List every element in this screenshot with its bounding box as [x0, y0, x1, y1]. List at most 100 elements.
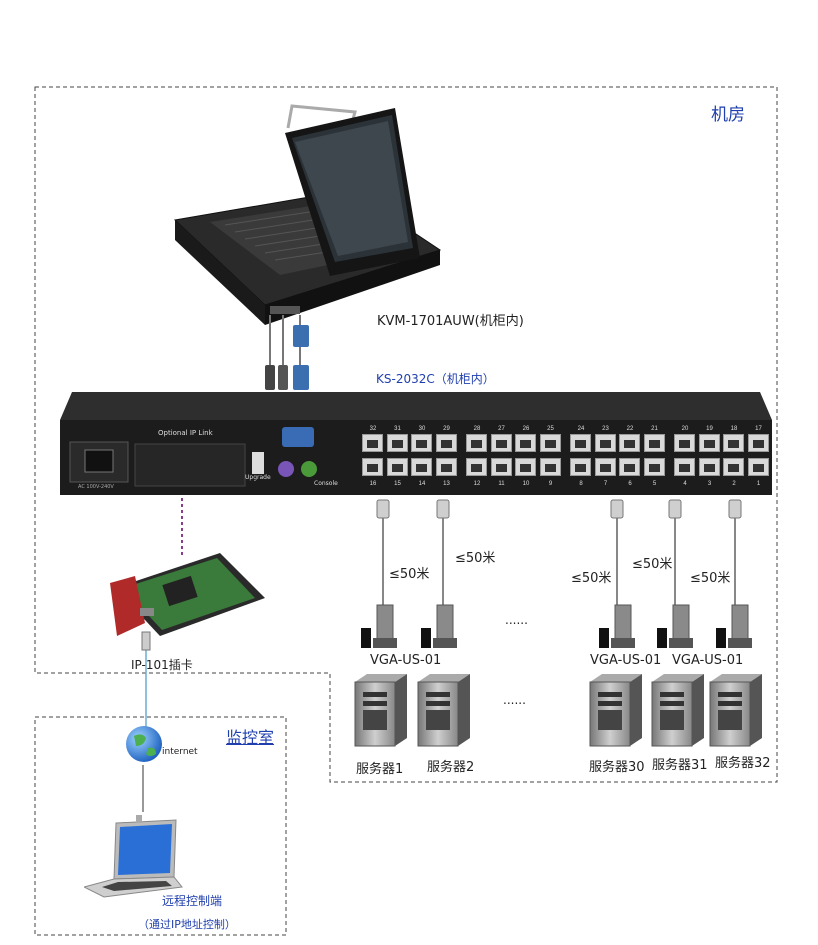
adapter-label-1: VGA-US-01 [370, 653, 442, 668]
adapter-1 [361, 604, 397, 648]
distance-label-3: ≤50米 [571, 571, 612, 586]
top-port-number: 20 [681, 426, 689, 432]
ip-card-image [110, 553, 265, 636]
distance-label-4: ≤50米 [632, 557, 673, 572]
adapter-2 [421, 604, 457, 648]
bottom-port-number: 11 [498, 481, 505, 487]
rj45-port-6 [619, 458, 640, 476]
monitor-room-border [34, 716, 287, 936]
distance-label-1: ≤50米 [389, 567, 430, 582]
lcd-console-drawer [173, 104, 442, 325]
rj45-port-11 [490, 458, 512, 476]
top-port-number: 21 [651, 426, 658, 432]
rj45-port-12 [466, 458, 487, 476]
console-port-label: Console [314, 480, 338, 487]
bottom-port-number: 12 [473, 481, 481, 487]
rj45-port-14 [411, 458, 432, 476]
power-rating-label: AC 100V-240V [78, 484, 114, 490]
bottom-port-number: 4 [683, 481, 687, 487]
bottom-port-number: 10 [522, 481, 530, 487]
server-label-1: 服务器1 [356, 762, 404, 777]
server-2 [417, 673, 471, 747]
rj45-port-7 [594, 458, 616, 476]
remote-terminal-note: （通过IP地址控制） [138, 918, 236, 931]
laptop-image [84, 815, 183, 898]
rj45-port-23 [594, 434, 616, 452]
rj45-port-10 [515, 458, 536, 476]
rj45-port-17 [747, 434, 769, 452]
monitor-room-title: 监控室 [226, 728, 275, 747]
server-cables [382, 510, 736, 605]
machine-room-border [34, 86, 778, 783]
servers [354, 673, 763, 747]
adapter-32 [716, 604, 752, 648]
top-port-number: 22 [626, 426, 634, 432]
ellipsis-servers: ...... [503, 693, 526, 707]
internet-label: internet [162, 747, 198, 757]
server-30 [589, 673, 643, 747]
server-1 [354, 673, 408, 747]
server-label-32: 服务器32 [715, 756, 771, 771]
bottom-port-number: 6 [628, 481, 632, 487]
bottom-port-number: 15 [394, 481, 401, 487]
rj45-port-30 [411, 434, 432, 452]
adapter-30 [599, 604, 635, 648]
top-port-number: 24 [577, 426, 585, 432]
rj45-port-15 [386, 458, 408, 476]
top-port-number: 17 [755, 426, 762, 432]
server-label-30: 服务器30 [589, 760, 645, 775]
rj45-port-26 [515, 434, 536, 452]
top-port-number: 27 [498, 426, 505, 432]
top-port-number: 30 [418, 426, 426, 432]
adapter-31 [657, 604, 693, 648]
top-port-number: 28 [473, 426, 481, 432]
bottom-port-number: 5 [652, 481, 657, 487]
server-31 [651, 673, 705, 747]
rj45-port-24 [570, 434, 591, 452]
rj45-port-31 [386, 434, 408, 452]
server-label-31: 服务器31 [652, 758, 708, 773]
cable-connectors [376, 499, 742, 519]
distance-label-5: ≤50米 [690, 571, 731, 586]
console-model-label: KVM-1701AUW(机柜内) [377, 314, 524, 329]
rj45-port-25 [539, 434, 561, 452]
top-port-number: 32 [369, 426, 377, 432]
rj45-port-32 [362, 434, 383, 452]
ellipsis-adapters: ...... [505, 613, 528, 627]
optional-ip-link-label: Optional IP Link [158, 429, 213, 437]
machine-room-title: 机房 [711, 105, 745, 125]
rj45-port-3 [698, 458, 720, 476]
top-port-number: 19 [706, 426, 713, 432]
adapter-label-2: VGA-US-01 [590, 653, 662, 668]
rj45-port-22 [619, 434, 640, 452]
internet-globe-icon [126, 726, 162, 762]
rj45-port-20 [674, 434, 695, 452]
top-port-number: 18 [730, 426, 738, 432]
top-port-number: 31 [394, 426, 401, 432]
rj45-port-28 [466, 434, 487, 452]
bottom-port-number: 1 [756, 481, 761, 487]
remote-terminal-label: 远程控制端 [162, 894, 223, 908]
kvm-switch-model-label: KS-2032C（机柜内） [376, 372, 495, 386]
rj45-port-4 [674, 458, 695, 476]
rj45-port-18 [723, 434, 744, 452]
bottom-port-number: 14 [418, 481, 426, 487]
bottom-port-number: 2 [732, 481, 736, 487]
kvm-switch-panel: Optional IP Link Upgrade Console AC 100V… [60, 392, 772, 495]
ip-card-connector [141, 631, 151, 651]
bottom-port-number: 7 [603, 481, 608, 487]
rj45-port-8 [570, 458, 591, 476]
distance-label-2: ≤50米 [455, 551, 496, 566]
rj45-port-13 [435, 458, 457, 476]
bottom-port-number: 13 [443, 481, 450, 487]
upgrade-label: Upgrade [245, 474, 271, 481]
server-label-2: 服务器2 [427, 760, 475, 775]
top-port-number: 25 [547, 426, 554, 432]
bottom-port-number: 3 [707, 481, 712, 487]
bottom-port-number: 16 [369, 481, 377, 487]
rj45-port-16 [362, 458, 383, 476]
rj45-port-29 [435, 434, 457, 452]
console-cables [265, 315, 309, 390]
